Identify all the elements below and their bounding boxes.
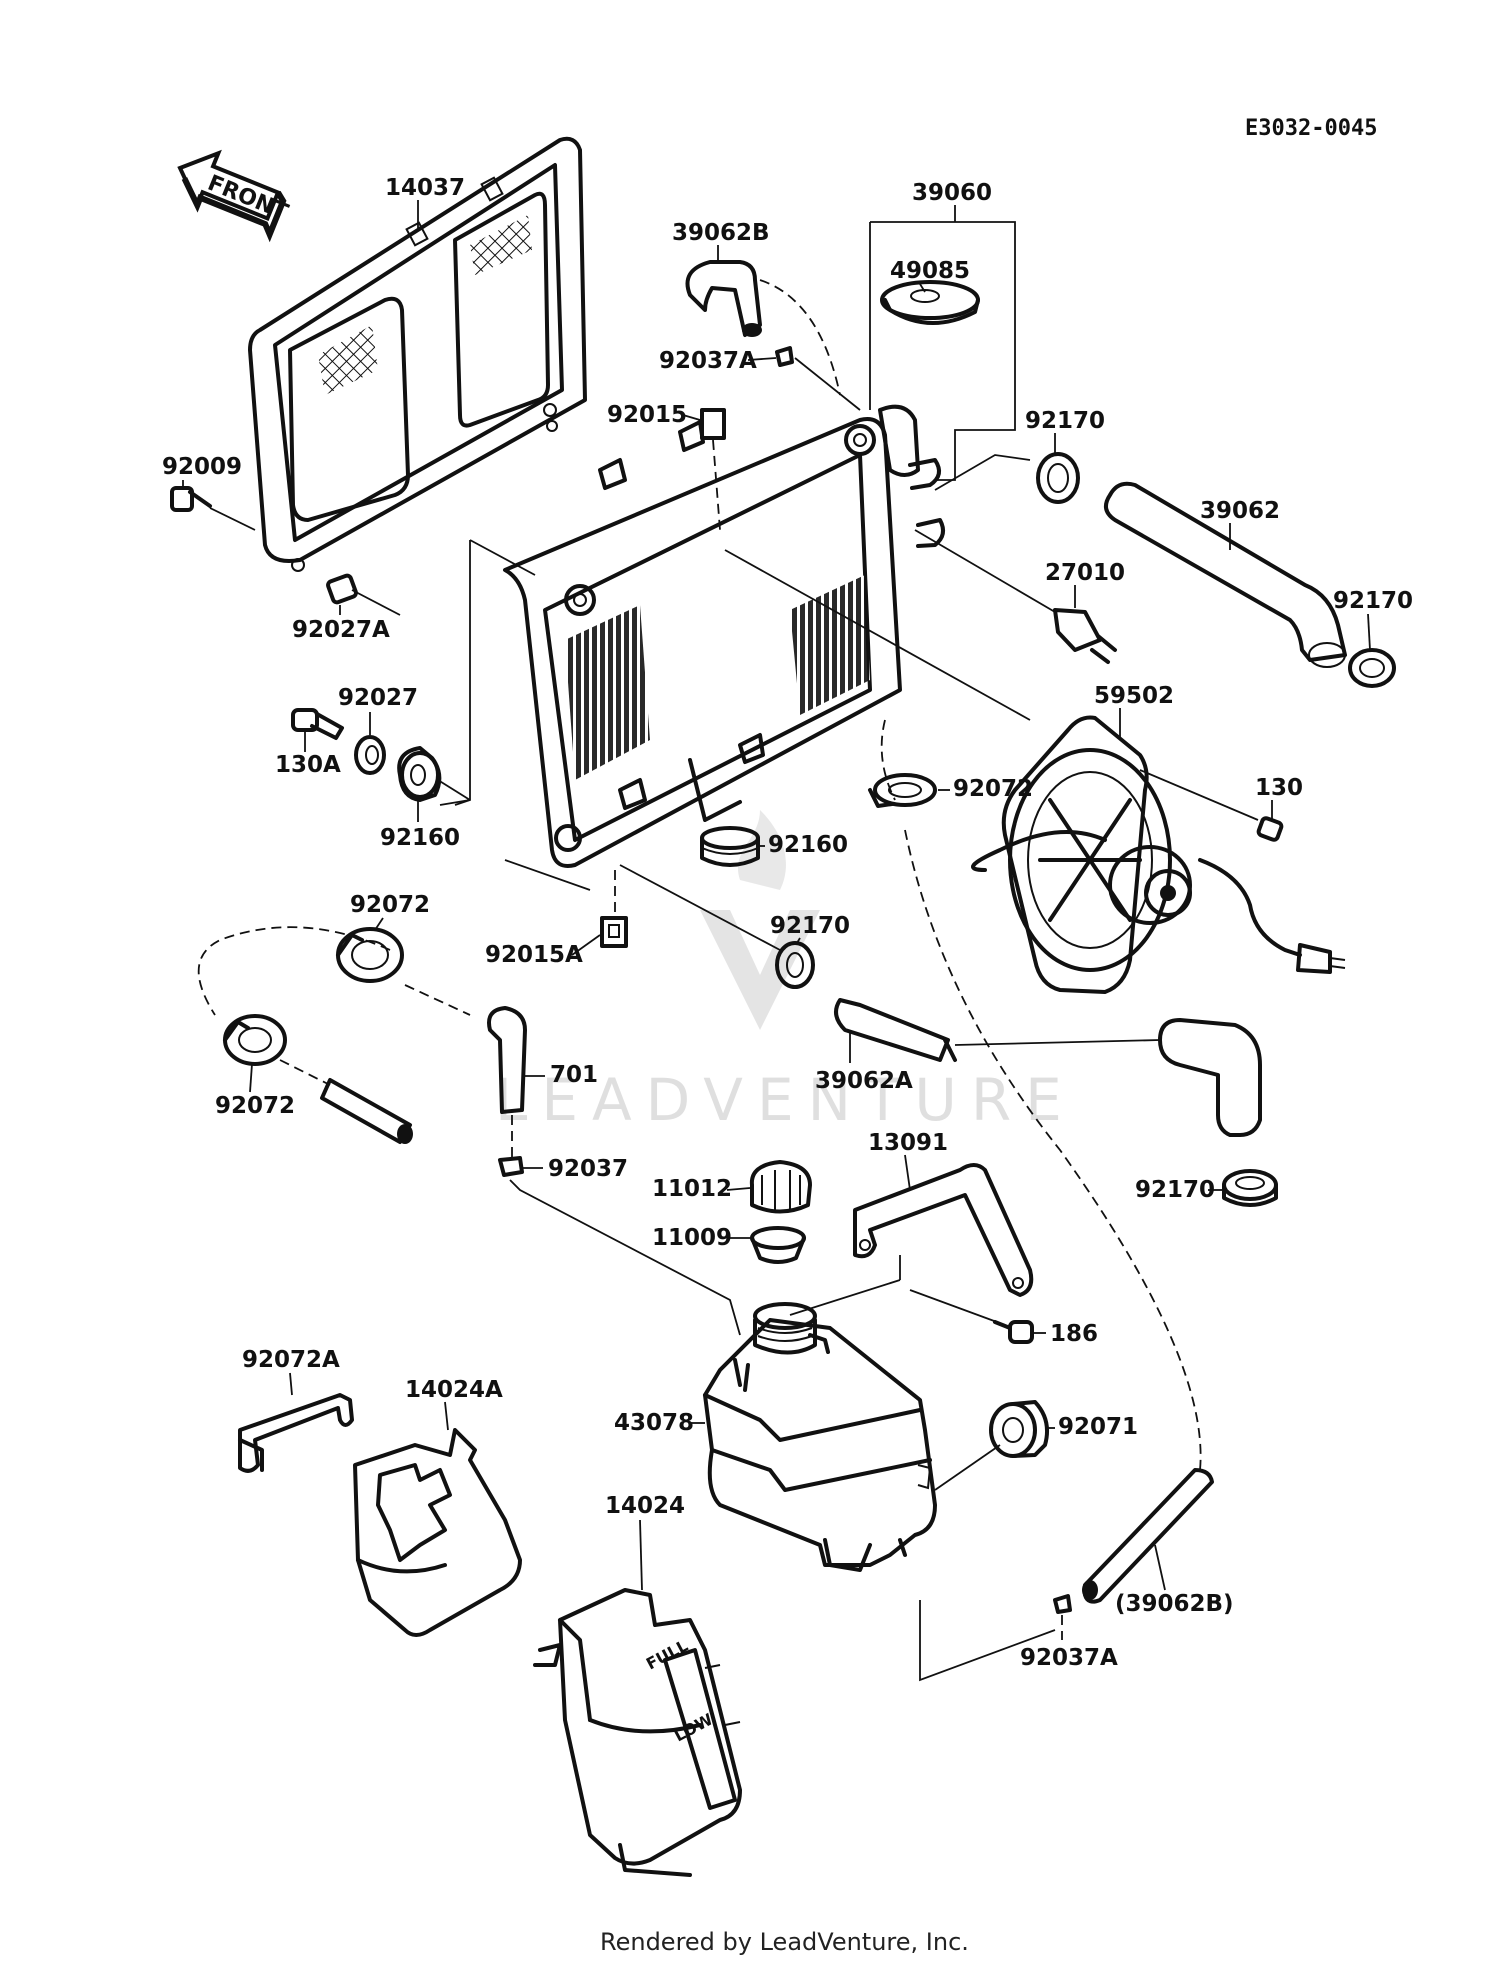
part-130A-bolt xyxy=(291,708,344,740)
label-130: 130 xyxy=(1255,775,1303,801)
part-92037A-clip-bottom xyxy=(1053,1594,1072,1640)
label-92037A-top: 92037A xyxy=(659,348,757,374)
watermark-text: LEADVENTURE xyxy=(495,1066,1076,1134)
part-39062B-hose-lower xyxy=(1082,1468,1214,1604)
part-92170-clamp-a xyxy=(934,452,1080,504)
watermark: LEADVENTURE xyxy=(495,810,1076,1134)
part-92037-clip xyxy=(498,1156,524,1177)
part-11009-cap-seal xyxy=(750,1226,806,1264)
label-92009: 92009 xyxy=(162,454,242,480)
label-92170-b: 92170 xyxy=(1333,588,1413,614)
label-92071: 92071 xyxy=(1058,1414,1138,1440)
part-92160-grommet-left xyxy=(397,746,471,802)
label-92015: 92015 xyxy=(607,402,687,428)
label-14024A: 14024A xyxy=(405,1377,503,1403)
part-13091-bracket xyxy=(853,1163,1034,1297)
part-92027A-collar xyxy=(326,573,401,616)
part-43078-reservoir-tank xyxy=(703,1302,937,1572)
label-701: 701 xyxy=(550,1062,598,1088)
part-labels: 14037 39060 39062B 49085 92037A 92015 92… xyxy=(162,175,1413,1671)
part-92037A-clip-top xyxy=(775,346,861,411)
label-92072-lower-left: 92072 xyxy=(215,1093,295,1119)
part-39062-hose xyxy=(1104,481,1347,668)
label-92160-middle: 92160 xyxy=(768,832,848,858)
label-92027A: 92027A xyxy=(292,617,390,643)
part-130-bolt xyxy=(1139,769,1284,842)
part-11012-tank-cap xyxy=(749,1160,812,1214)
label-14037: 14037 xyxy=(385,175,465,201)
part-27010-fan-switch xyxy=(914,529,1117,664)
radiator-core xyxy=(503,404,946,868)
part-92071-grommet xyxy=(989,1400,1049,1458)
label-59502: 59502 xyxy=(1094,683,1174,709)
part-92170-clamp-d xyxy=(1222,1169,1278,1207)
label-130A: 130A xyxy=(275,752,341,778)
part-701-hose xyxy=(487,1006,527,1114)
gauge-low-mark: LOW xyxy=(671,1709,716,1745)
label-39060: 39060 xyxy=(912,180,992,206)
label-92072-left: 92072 xyxy=(350,892,430,918)
part-92072A-stay xyxy=(238,1393,354,1473)
label-92027: 92027 xyxy=(338,685,418,711)
label-92072A: 92072A xyxy=(242,1347,340,1373)
label-39062B-paren: (39062B) xyxy=(1115,1591,1234,1617)
label-92160-left: 92160 xyxy=(380,825,460,851)
part-92072-clamp-left xyxy=(336,927,404,983)
front-arrow-tag: FRONT xyxy=(177,149,291,243)
part-186-bolt xyxy=(909,1289,1034,1344)
label-92037: 92037 xyxy=(548,1156,628,1182)
part-39062B-hose xyxy=(685,260,841,396)
label-39062: 39062 xyxy=(1200,498,1280,524)
label-92072-right: 92072 xyxy=(953,776,1033,802)
label-92170-c: 92170 xyxy=(770,913,850,939)
part-14024-cover: FULL LOW xyxy=(533,1588,742,1877)
label-13091: 13091 xyxy=(868,1130,948,1156)
label-92170-d: 92170 xyxy=(1135,1177,1215,1203)
footer-credit: Rendered by LeadVenture, Inc. xyxy=(600,1928,969,1956)
label-11012: 11012 xyxy=(652,1176,732,1202)
label-11009: 11009 xyxy=(652,1225,732,1251)
label-39062B: 39062B xyxy=(672,220,770,246)
label-92015A: 92015A xyxy=(485,942,583,968)
label-186: 186 xyxy=(1050,1321,1098,1347)
label-49085: 49085 xyxy=(890,258,970,284)
part-92009-bolt xyxy=(170,486,256,531)
part-59502-cooling-fan xyxy=(971,715,1346,994)
label-43078: 43078 xyxy=(614,1410,694,1436)
part-92027-collar xyxy=(354,735,386,775)
label-39062A: 39062A xyxy=(815,1068,913,1094)
part-39062A-hose xyxy=(834,998,957,1062)
radiator-screen xyxy=(248,136,587,572)
part-elbow-hose-right xyxy=(1158,1018,1262,1137)
part-92015-clip xyxy=(700,408,726,531)
diagram-code: E3032-0045 xyxy=(1245,116,1377,141)
part-92072-clamp-lower-left xyxy=(223,1014,287,1066)
label-92037A-bottom: 92037A xyxy=(1020,1645,1118,1671)
part-92072-clamp-right xyxy=(868,773,937,808)
part-short-tube xyxy=(320,1078,413,1144)
part-14024A-cover xyxy=(353,1428,522,1637)
part-92170-clamp-b xyxy=(1348,648,1396,688)
label-27010: 27010 xyxy=(1045,560,1125,586)
label-92170-a: 92170 xyxy=(1025,408,1105,434)
part-92015A-clip xyxy=(600,870,628,948)
part-92170-clamp-c xyxy=(619,864,815,989)
label-14024: 14024 xyxy=(605,1493,685,1519)
part-49085-radiator-cap xyxy=(880,280,980,325)
part-92160-grommet-middle xyxy=(700,826,760,867)
